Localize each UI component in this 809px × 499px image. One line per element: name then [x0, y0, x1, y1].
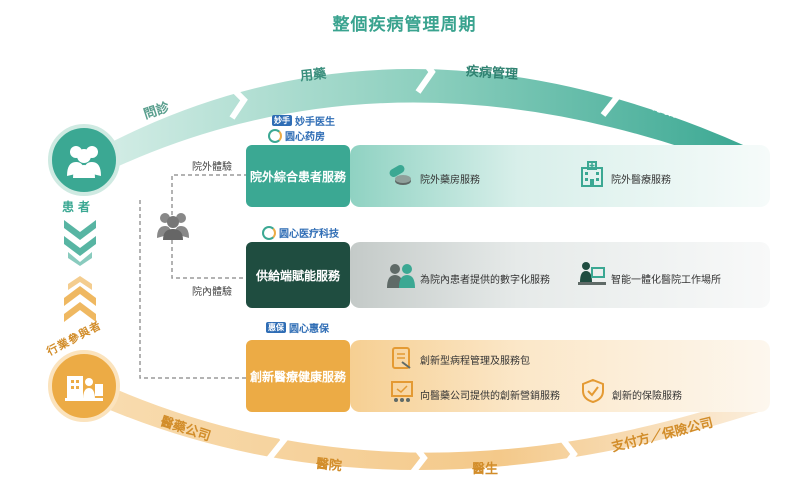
patients-circle — [48, 124, 120, 196]
hospital-icon — [581, 161, 603, 187]
bottom-arc — [95, 380, 770, 470]
bottom-chevron-3 — [557, 434, 578, 474]
patients-label: 患者 — [62, 200, 95, 214]
service-item-pharmacy: 院外藥房服務 — [420, 175, 480, 186]
page-title: 整個疾病管理周期 — [332, 15, 477, 35]
top-chevron-1 — [225, 81, 248, 120]
bottom-chevron-1 — [265, 418, 288, 462]
supply-enablement-box: 供給端賦能服務 — [246, 242, 350, 308]
branch-label-inside: 院內體驗 — [192, 287, 232, 298]
innovative-healthcare-box: 創新醫療健康服務 — [246, 340, 350, 412]
down-arrows-icon — [64, 220, 96, 266]
service-item-medical: 院外醫療服務 — [611, 175, 671, 186]
patients-icon — [67, 146, 101, 178]
service-item-marketing: 向醫藥公司提供的創新營銷服務 — [420, 391, 560, 402]
care-package-icon — [392, 347, 411, 369]
insurance-shield-icon — [582, 378, 604, 404]
up-arrows-icon — [64, 276, 96, 322]
bottom-chevron-2 — [407, 438, 428, 478]
connector-outside — [171, 174, 246, 215]
stage-hospital: 醫院 — [315, 456, 343, 475]
service-item-disease-package: 創新型病程管理及服務包 — [420, 356, 530, 367]
service-item-smart-workplace: 智能一體化醫院工作場所 — [611, 275, 721, 286]
logo-yuanxin-huibao: 惠保 圆心惠保 — [266, 320, 329, 335]
workstation-icon — [578, 262, 606, 285]
logo-yuanxin-tech: 圆心医疗科技 — [262, 225, 339, 240]
logo-mark-icon — [262, 225, 276, 240]
logo-text: 圆心惠保 — [289, 324, 329, 335]
industry-icon — [65, 376, 103, 401]
logo-badge: 惠保 — [266, 322, 286, 333]
top-chevron-3 — [600, 76, 622, 117]
participants-circle — [48, 350, 120, 422]
logo-text: 圆心药房 — [285, 132, 325, 143]
logo-text: 圆心医疗科技 — [279, 229, 339, 240]
logo-miaoshou: 妙手 妙手医生 — [272, 113, 335, 128]
supply-services-panel — [350, 242, 770, 308]
stage-medication: 用藥 — [299, 66, 327, 85]
logo-badge: 妙手 — [272, 115, 292, 126]
stage-disease-management: 疾病管理 — [465, 64, 519, 83]
connector-inside — [171, 240, 246, 279]
service-item-insurance: 創新的保險服務 — [612, 391, 682, 402]
service-item-digital: 為院內患者提供的數字化服務 — [420, 275, 550, 286]
crowd-icon — [157, 213, 189, 240]
innovation-services-panel — [350, 340, 770, 412]
stage-doctor: 醫生 — [472, 462, 499, 477]
top-chevron-2 — [415, 52, 436, 94]
marketing-icon — [391, 381, 413, 402]
branch-label-outside: 院外體驗 — [192, 162, 232, 173]
top-arc — [100, 69, 750, 170]
logo-yuanxin-pharmacy: 圆心药房 — [268, 128, 325, 143]
pills-icon — [389, 165, 411, 185]
logo-mark-icon — [268, 128, 282, 143]
outside-patient-service-box: 院外綜合患者服務 — [246, 145, 350, 207]
doctor-patient-icon — [387, 264, 415, 288]
logo-text: 妙手医生 — [295, 117, 335, 128]
outside-services-panel — [350, 145, 770, 207]
connector-innovation — [139, 200, 246, 379]
